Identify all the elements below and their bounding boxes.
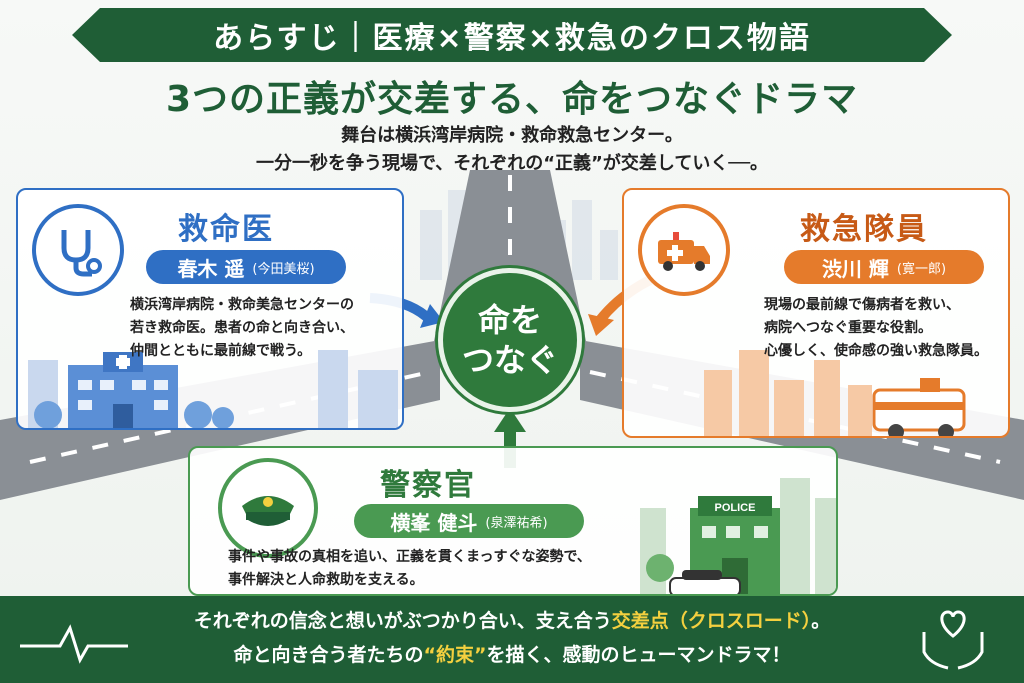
hospital-illustration	[28, 350, 398, 428]
ambulance-street-illustration	[704, 350, 966, 436]
doctor-name: 春木 遥	[177, 256, 245, 281]
police-card: POLICE 警察官 横峯 健斗 (泉澤祐希) 事件や事故の真相を追い、正義を貫…	[188, 446, 838, 596]
paramedic-desc-line: 病院へつなぐ重要な役割。	[764, 320, 932, 336]
doctor-role: 救命医	[178, 212, 274, 247]
center-line-2: つなぐ	[461, 341, 558, 379]
police-description: 事件や事故の真相を追い、正義を貫くまっすぐな姿勢で、 事件解決と人命救助を支える…	[228, 546, 591, 592]
doctor-description: 横浜湾岸病院・救命美急センターの 若き救命医。患者の命と向き合い、 仲間とともに…	[130, 294, 354, 363]
police-cap-icon	[242, 496, 294, 526]
heart-hands-icon	[922, 610, 984, 670]
police-actor: (泉澤祐希)	[485, 515, 548, 531]
center-line-1: 命を	[477, 301, 542, 339]
footer-line-1-text: それぞれの信念と想いがぶつかり合い、支え合う	[193, 610, 612, 632]
paramedic-role: 救急隊員	[800, 212, 928, 247]
page-headline: 3つの正義が交差する、命をつなぐドラマ	[165, 79, 859, 120]
doctor-desc-line: 横浜湾岸病院・救命美急センターの	[130, 297, 354, 313]
heartbeat-line-icon	[20, 624, 128, 664]
footer-highlight-promise: “約束”	[423, 644, 487, 666]
paramedic-desc-line: 現場の最前線で傷病者を救い、	[764, 297, 960, 313]
doctor-actor: (今田美桜)	[252, 261, 315, 277]
paramedic-icon-badge	[638, 204, 730, 296]
paramedic-card: 救急隊員 渋川 輝 (寛一郎) 現場の最前線で傷病者を救い、 病院へつなぐ重要な…	[622, 188, 1010, 438]
ambulance-icon	[658, 232, 710, 271]
paramedic-actor: (寛一郎)	[896, 261, 947, 277]
police-desc-line: 事件解決と人命救助を支える。	[228, 572, 424, 588]
footer-text: それぞれの信念と想いがぶつかり合い、支え合う交差点（クロスロード）。 命と向き合…	[120, 604, 904, 672]
lead-text: 舞台は横浜湾岸病院・救命救急センター。 一分一秒を争う現場で、それぞれの“正義”…	[0, 122, 1024, 178]
paramedic-desc-line: 心優しく、使命感の強い救急隊員。	[764, 343, 988, 359]
lead-line-2: 一分一秒を争う現場で、それぞれの“正義”が交差していく──。	[255, 153, 769, 174]
doctor-icon-badge	[32, 204, 124, 296]
footer-line-1: それぞれの信念と想いがぶつかり合い、支え合う交差点（クロスロード）。	[120, 604, 904, 638]
police-name-pill: 横峯 健斗 (泉澤祐希)	[354, 504, 584, 538]
paramedic-name: 渋川 輝	[821, 256, 889, 281]
paramedic-description: 現場の最前線で傷病者を救い、 病院へつなぐ重要な役割。 心優しく、使命感の強い救…	[764, 294, 988, 363]
police-sign: POLICE	[715, 502, 756, 514]
paramedic-name-pill: 渋川 輝 (寛一郎)	[784, 250, 984, 284]
footer-banner: それぞれの信念と想いがぶつかり合い、支え合う交差点（クロスロード）。 命と向き合…	[0, 596, 1024, 683]
police-icon-badge	[218, 458, 318, 558]
doctor-name-pill: 春木 遥 (今田美桜)	[146, 250, 346, 284]
center-emblem: 命を つなぐ	[438, 268, 582, 412]
title-banner: あらすじ｜医療×警察×救急のクロス物語	[72, 8, 952, 62]
police-role: 警察官	[380, 468, 476, 503]
police-name: 横峯 健斗	[390, 510, 478, 535]
footer-line-2-end: を描く、感動のヒューマンドラマ！	[486, 644, 791, 666]
footer-line-2: 命と向き合う者たちの“約束”を描く、感動のヒューマンドラマ！	[120, 638, 904, 672]
footer-line-1-end: 。	[811, 610, 831, 632]
stethoscope-icon	[61, 230, 102, 277]
footer-highlight-crossroad: 交差点（クロスロード）	[611, 610, 812, 632]
lead-line-1: 舞台は横浜湾岸病院・救命救急センター。	[341, 125, 683, 146]
doctor-desc-line: 仲間とともに最前線で戦う。	[130, 343, 312, 359]
doctor-card: 救命医 春木 遥 (今田美桜) 横浜湾岸病院・救命美急センターの 若き救命医。患…	[16, 188, 404, 430]
footer-line-2-text: 命と向き合う者たちの	[233, 644, 424, 666]
police-desc-line: 事件や事故の真相を追い、正義を貫くまっすぐな姿勢で、	[228, 549, 591, 565]
doctor-desc-line: 若き救命医。患者の命と向き合い、	[130, 320, 354, 336]
police-station-illustration: POLICE	[640, 478, 836, 594]
